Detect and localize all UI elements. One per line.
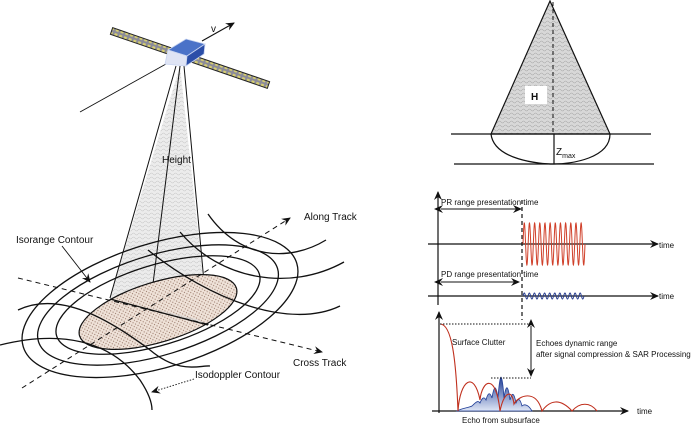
time-axis-1-label: time <box>659 241 675 250</box>
orbit-line <box>79 63 167 113</box>
satellite <box>164 38 206 67</box>
time-axis-2-label: time <box>659 292 675 301</box>
dynamic-range-label-2: after signal compression & SAR Processin… <box>536 350 691 359</box>
surface-clutter-curve <box>439 323 598 413</box>
isorange-label: Isorange Contour <box>16 235 94 246</box>
isorange-contours <box>21 231 299 379</box>
beam-edge-left <box>109 65 177 299</box>
along-track-label: Along Track <box>304 212 358 223</box>
isodoppler-pointer <box>151 378 195 394</box>
cone <box>490 0 611 135</box>
pr-range-label: PR range presentation time <box>441 198 539 207</box>
sar-geometry-diagram: v Height <box>0 22 358 411</box>
pr-signal <box>522 221 586 267</box>
along-track-axis <box>21 217 291 389</box>
cross-track-axis <box>17 277 323 354</box>
timing-diagram: time time PR range presentation time PD … <box>428 191 675 320</box>
penetration-cone-diagram: H Zmax <box>451 0 654 165</box>
height-label-box <box>525 86 547 104</box>
cross-track-label: Cross Track <box>293 358 347 369</box>
height-label: Height <box>162 155 191 166</box>
echo-time-axis-label: time <box>637 407 653 416</box>
surface-clutter-label: Surface Clutter <box>452 338 506 347</box>
echo-diagram: time Surface Clutter Echoes dynamic rang… <box>432 311 691 425</box>
penetration-bowl <box>490 133 611 165</box>
pd-range-label: PD range presentation time <box>441 270 539 279</box>
isodoppler-label: Isodoppler Contour <box>195 370 281 381</box>
zmax-label: Zmax <box>556 147 576 160</box>
beam-edge-center <box>149 65 181 309</box>
cone-height-label: H <box>531 92 538 103</box>
velocity-label: v <box>211 24 216 35</box>
subsurface-label: Echo from subsurface <box>462 416 540 425</box>
isodoppler-contours <box>0 213 345 411</box>
velocity-arrow <box>201 22 235 42</box>
dynamic-range-label-1: Echoes dynamic range <box>536 339 618 348</box>
pd-signal <box>522 292 585 300</box>
isorange-pointer <box>61 245 91 283</box>
